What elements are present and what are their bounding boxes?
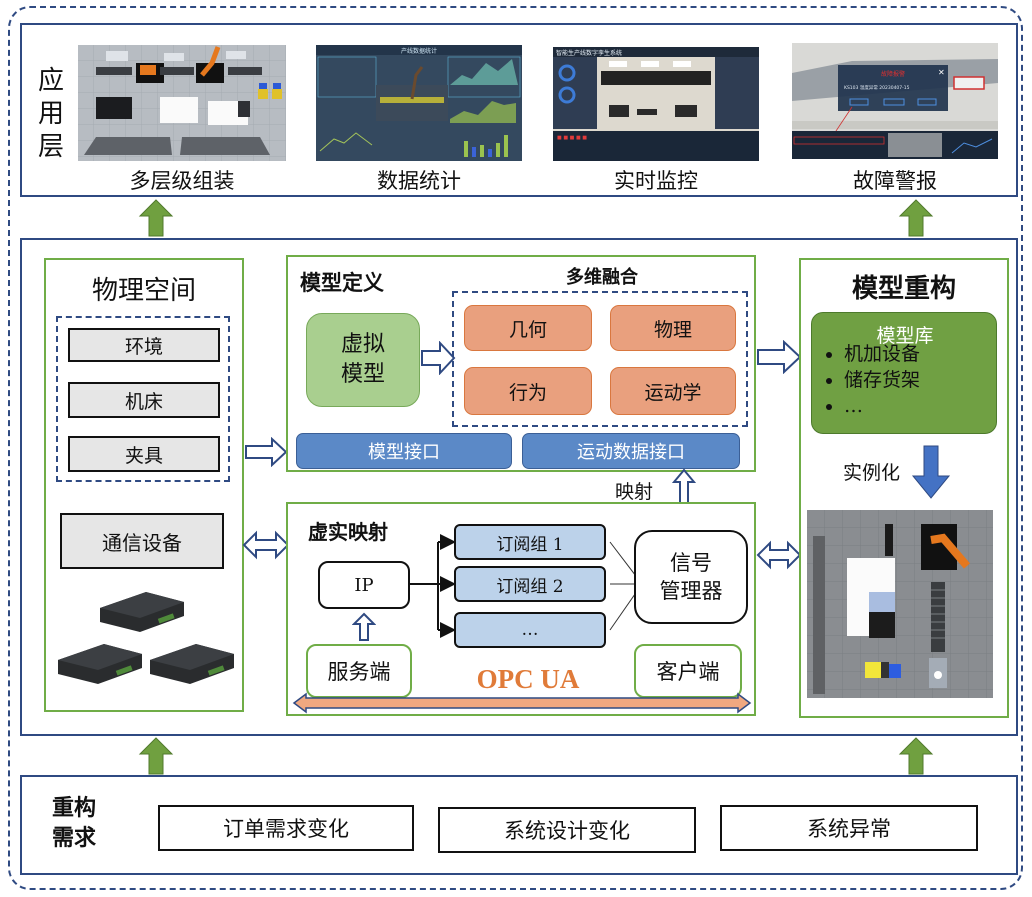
physical-item-fixture[interactable]: 夹具 (68, 436, 220, 472)
physical-elements-group: 环境 机床 夹具 (56, 316, 230, 482)
up-arrow-icon (352, 612, 376, 641)
client-box[interactable]: 客户端 (634, 644, 742, 698)
statistics-dashboard-illustration: 产线数据统计 (316, 45, 522, 161)
panel-caption-monitoring: 实时监控 (614, 169, 698, 193)
model-reconstruction-title: 模型重构 (851, 274, 956, 304)
subscription-group-more[interactable]: … (454, 612, 606, 648)
fusion-item-geometry[interactable]: 几何 (464, 305, 592, 351)
bidirectional-arrow-icon (756, 540, 802, 570)
model-library-list: 机加设备 储存货架 … (812, 341, 920, 419)
physical-item-machine-tool[interactable]: 机床 (68, 382, 220, 418)
mapping-label: 映射 (615, 481, 654, 503)
outer-dashed-frame (8, 6, 1023, 890)
panel-caption-alarm: 故障警报 (853, 169, 937, 193)
communication-device-image (58, 644, 142, 684)
opc-ua-label: OPC UA (476, 664, 580, 694)
motion-data-interface-bar[interactable]: 运动数据接口 (522, 433, 740, 469)
virtual-model-box[interactable]: 虚拟 模型 (306, 313, 420, 407)
assembly-scene-illustration (78, 45, 286, 161)
multi-dimensional-fusion-group: 几何 物理 行为 运动学 (452, 291, 748, 427)
virtual-real-mapping-title: 虚实映射 (308, 520, 388, 544)
ip-box[interactable]: IP (318, 561, 410, 609)
statistics-screen-title: 产线数据统计 (401, 47, 437, 55)
requirement-system-anomaly[interactable]: 系统异常 (720, 805, 978, 851)
monitoring-dashboard-illustration: 智能生产线数字孪生系统 ■ ■ ■ ■ ■ (553, 47, 759, 161)
alarm-dialog-text: KS103 温度异常 20230407-15 (844, 84, 910, 91)
application-layer: 应 用 层 多层级组装 (20, 23, 1018, 197)
physical-item-environment[interactable]: 环境 (68, 328, 220, 362)
right-arrow-icon (421, 341, 456, 375)
connector-lines (410, 534, 643, 638)
physical-space-panel: 物理空间 环境 机床 夹具 通信设备 (44, 258, 244, 712)
bidirectional-arrow-icon (242, 530, 290, 560)
model-library-item[interactable]: 储存货架 (844, 367, 920, 393)
fault-alarm-image[interactable]: 故障报警 KS103 温度异常 20230407-15 ✕ (792, 43, 998, 159)
monitoring-screen-title: 智能生产线数字孪生系统 (556, 49, 622, 57)
alarm-dialog-title: 故障报警 (881, 70, 905, 78)
fusion-item-kinematics[interactable]: 运动学 (610, 367, 736, 415)
communication-device-image (150, 644, 234, 684)
requirements-label: 重构 需求 (52, 795, 97, 851)
subscription-group-1[interactable]: 订阅组 1 (454, 524, 606, 560)
svg-text:■ ■ ■ ■ ■: ■ ■ ■ ■ ■ (557, 135, 587, 141)
model-library-title: 模型库 (876, 325, 934, 347)
physical-space-title: 物理空间 (91, 276, 196, 306)
model-interface-bar[interactable]: 模型接口 (296, 433, 512, 469)
up-arrow-icon (898, 737, 934, 775)
realtime-monitoring-image[interactable]: 智能生产线数字孪生系统 ■ ■ ■ ■ ■ (553, 47, 759, 161)
reconstruction-requirements-layer: 重构 需求 订单需求变化 系统设计变化 系统异常 (20, 775, 1018, 875)
application-layer-label: 应 用 层 (37, 66, 64, 162)
requirement-system-design-change[interactable]: 系统设计变化 (438, 807, 696, 853)
right-arrow-icon (245, 437, 288, 467)
fusion-item-physics[interactable]: 物理 (610, 305, 736, 351)
signal-manager-box[interactable]: 信号 管理器 (634, 530, 748, 624)
model-library-box[interactable]: 模型库 机加设备 储存货架 … (811, 312, 997, 434)
panel-caption-statistics: 数据统计 (377, 169, 461, 193)
multi-dimensional-fusion-title: 多维融合 (566, 267, 638, 288)
requirement-order-change[interactable]: 订单需求变化 (158, 805, 414, 851)
instantiated-scene-illustration (807, 510, 993, 698)
subscription-group-2[interactable]: 订阅组 2 (454, 566, 606, 602)
multi-level-assembly-image[interactable] (78, 45, 286, 161)
model-definition-title: 模型定义 (300, 270, 384, 295)
server-box[interactable]: 服务端 (306, 644, 412, 698)
opc-ua-bus-arrow (292, 692, 752, 714)
instantiate-label: 实例化 (843, 462, 901, 484)
right-arrow-icon (757, 340, 802, 374)
down-arrow-icon (911, 445, 951, 499)
data-statistics-image[interactable]: 产线数据统计 (316, 45, 522, 161)
up-arrow-icon (138, 199, 174, 237)
virtual-real-mapping-panel: 虚实映射 IP 服务端 订阅组 1 订阅组 2 … 信号 管理器 客户端 OPC… (286, 502, 756, 716)
instantiated-scene-image[interactable] (807, 510, 993, 698)
fault-alarm-illustration: 故障报警 KS103 温度异常 20230407-15 ✕ (792, 43, 998, 159)
model-library-item[interactable]: 机加设备 (844, 341, 920, 367)
fusion-item-behavior[interactable]: 行为 (464, 367, 592, 415)
up-arrow-icon (898, 199, 934, 237)
up-arrow-icon (138, 737, 174, 775)
model-library-item[interactable]: … (844, 393, 920, 419)
svg-text:✕: ✕ (938, 68, 945, 77)
panel-caption-assembly: 多层级组装 (129, 169, 235, 193)
model-definition-panel: 模型定义 虚拟 模型 多维融合 几何 物理 行为 运动学 模型接口 运动数据接口 (286, 255, 756, 472)
model-reconstruction-panel: 模型重构 模型库 机加设备 储存货架 … 实例化 (799, 258, 1009, 718)
communication-device-box[interactable]: 通信设备 (60, 513, 224, 569)
communication-device-image (100, 592, 184, 632)
